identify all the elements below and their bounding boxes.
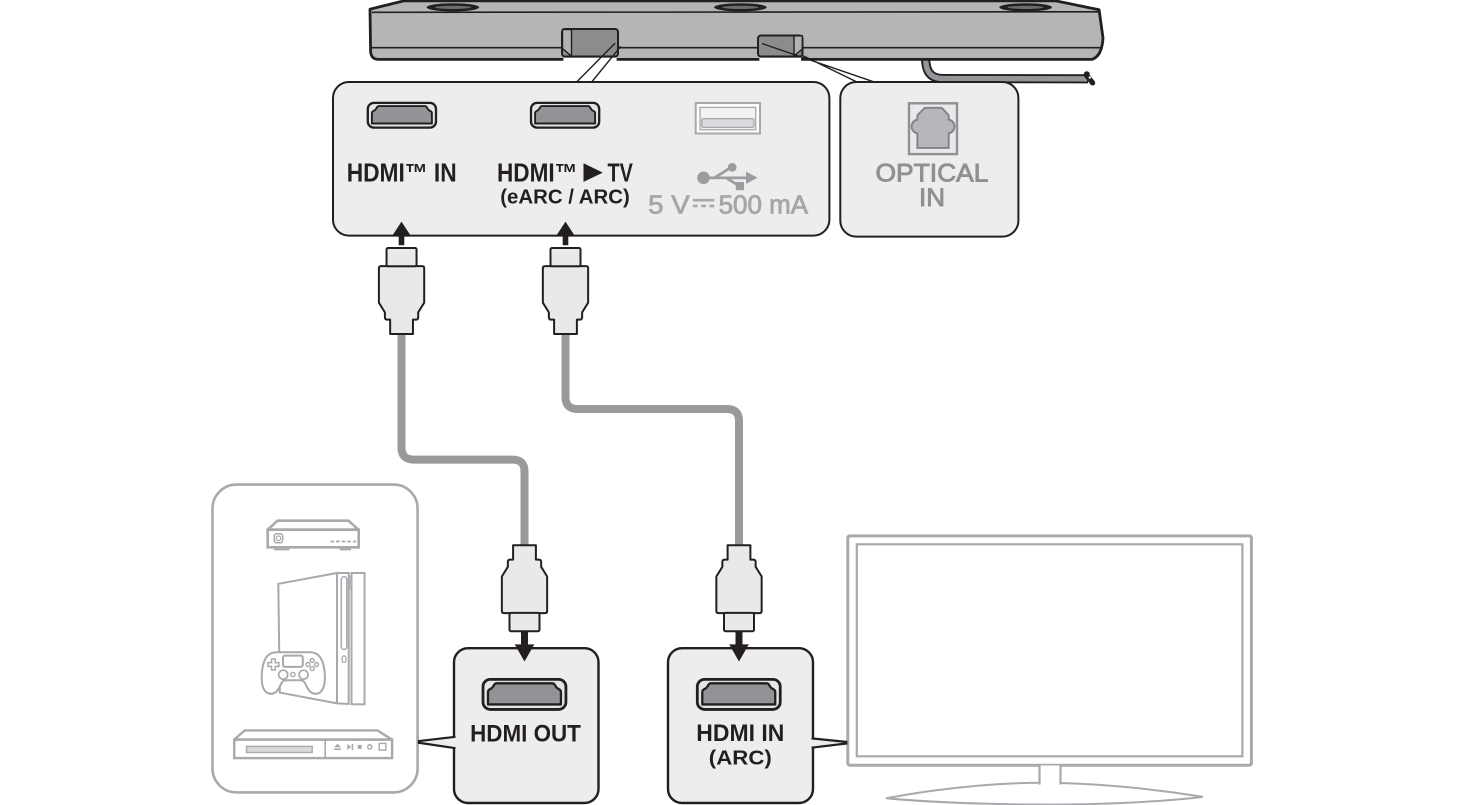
svg-text:(eARC / ARC): (eARC / ARC) [500,185,630,208]
svg-text:HDMI OUT: HDMI OUT [470,720,581,747]
svg-text:HDMI IN: HDMI IN [696,720,784,747]
svg-text:OPTICAL: OPTICAL [876,159,989,187]
svg-text:HDMI™: HDMI™ [497,160,577,188]
svg-text:(ARC): (ARC) [709,747,772,770]
svg-text:IN: IN [919,184,945,212]
svg-text:HDMI™ IN: HDMI™ IN [347,160,457,188]
svg-text:500 mA: 500 mA [719,192,809,220]
svg-text:5 V: 5 V [648,192,690,220]
svg-text:TV: TV [608,160,633,188]
